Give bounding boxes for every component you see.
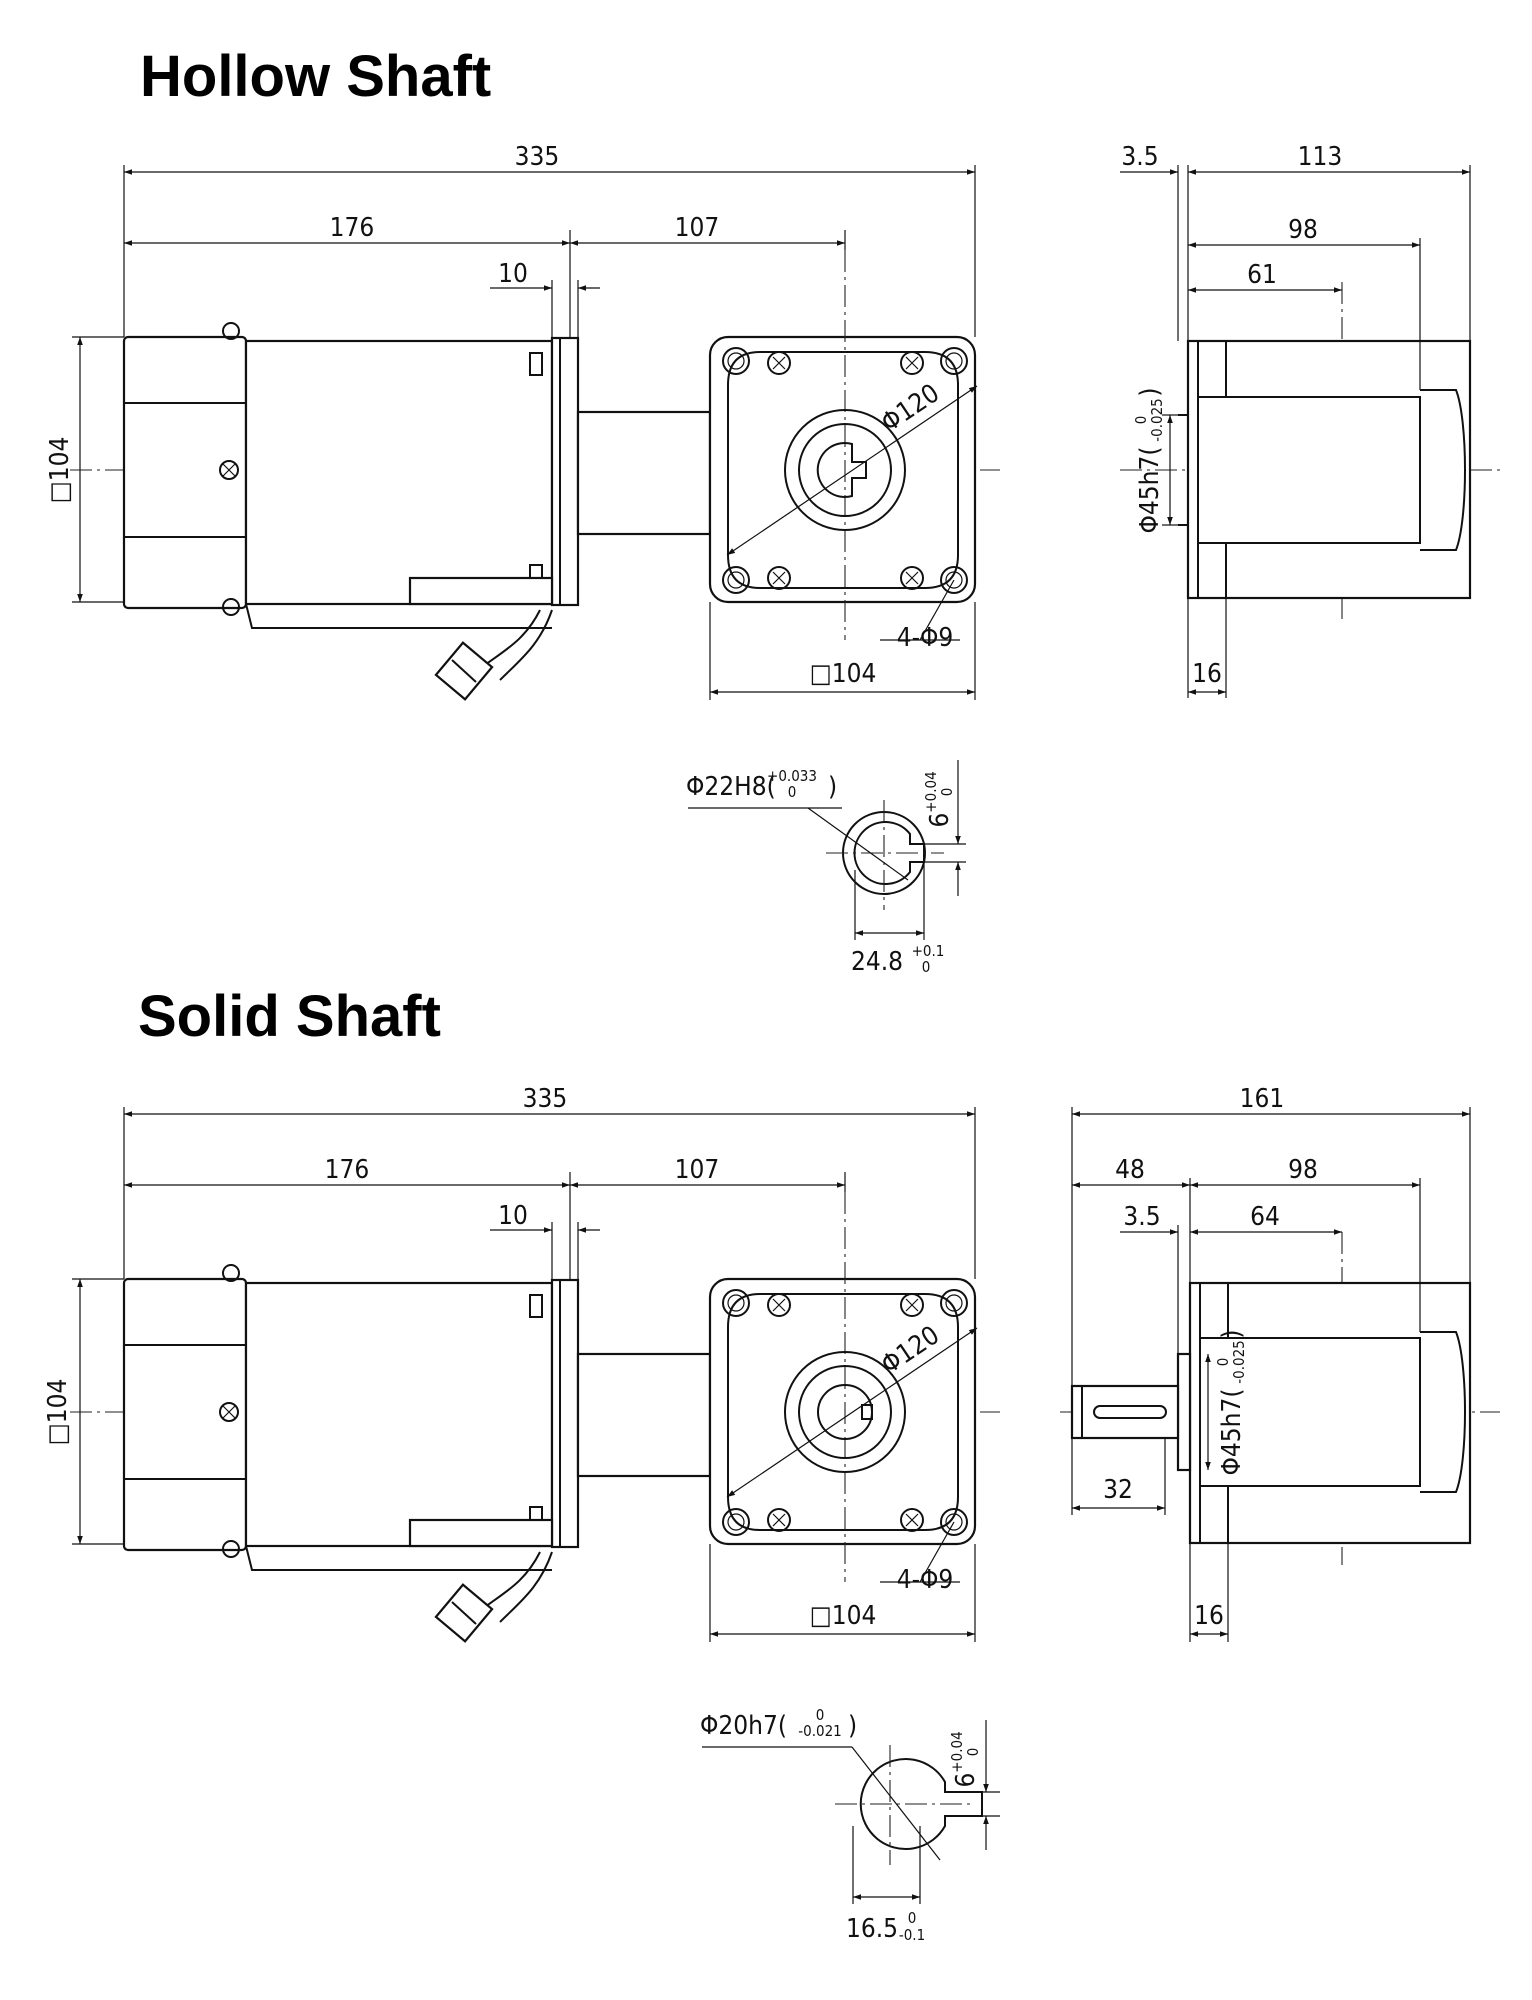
hollow-dim-3-5: 3.5	[1121, 142, 1158, 172]
hollow-shaft-title: Hollow Shaft	[140, 44, 492, 109]
hollow-pilot-close: )	[1135, 387, 1165, 396]
solid-key-tol-upper: +0.04	[948, 1731, 966, 1772]
hollow-key-width: 6	[925, 813, 955, 828]
hollow-dim-square-104: □104	[810, 659, 877, 689]
svg-text:Φ45h7(: Φ45h7(	[1135, 446, 1165, 533]
hollow-dim-mount-holes: 4-Φ9	[897, 623, 954, 653]
hollow-bore-label: Φ22H8(	[686, 772, 776, 802]
solid-shaft-close: )	[848, 1711, 857, 1741]
solid-shaft-detail: Φ20h7( 0 -0.021 ) 6 +0.04 0 16.5 0 -0.1	[700, 1706, 1000, 1944]
solid-pilot-tol-lower: -0.025	[1230, 1340, 1248, 1384]
solid-shaft-title: Solid Shaft	[138, 984, 441, 1049]
hollow-bore-detail: Φ22H8( +0.033 0 ) 6 +0.04 0 24.8 +0.1 0	[686, 760, 966, 977]
solid-pilot-label: Φ45h7(	[1217, 1388, 1247, 1475]
hollow-dim-61: 61	[1247, 260, 1277, 290]
solid-dim-98: 98	[1288, 1155, 1318, 1185]
hollow-key-depth-tol-upper: +0.1	[912, 942, 945, 960]
hollow-key-depth: 24.8	[851, 947, 903, 977]
solid-pilot-close: )	[1217, 1329, 1247, 1338]
solid-shaft-label: Φ20h7(	[700, 1711, 787, 1741]
solid-shaft-tol-upper: 0	[816, 1706, 825, 1724]
solid-dim-48: 48	[1115, 1155, 1145, 1185]
hollow-dim-176: 176	[330, 213, 375, 243]
hollow-pilot-tol-lower: -0.025	[1148, 398, 1166, 442]
hollow-bore-close: )	[828, 772, 837, 802]
hollow-dim-16: 16	[1192, 659, 1222, 689]
hollow-bore-tol-upper: +0.033	[767, 767, 817, 785]
solid-dim-square-104-vertical: □104	[43, 1379, 73, 1446]
hollow-dim-335: 335	[515, 142, 560, 172]
hollow-dim-square-104-vertical: □104	[45, 437, 75, 504]
hollow-dim-107: 107	[675, 213, 720, 243]
hollow-bore-tol-lower: 0	[788, 783, 797, 801]
hollow-side-view	[1120, 282, 1500, 620]
solid-dim-3-5: 3.5	[1123, 1202, 1160, 1232]
solid-side-dimensions: 161 48 98 3.5 64 32 16 Φ45h7( 0 -0.025 )	[1071, 1084, 1471, 1642]
solid-dim-square-104: □104	[810, 1601, 877, 1631]
solid-key-depth-tol-lower: -0.1	[899, 1926, 925, 1944]
solid-pilot-tol-upper: 0	[1214, 1358, 1232, 1367]
solid-side-view	[1060, 1232, 1500, 1565]
hollow-pilot-tol-upper: 0	[1132, 416, 1150, 425]
solid-dim-16: 16	[1194, 1601, 1224, 1631]
hollow-pilot-label: Φ45h7(	[1135, 446, 1165, 533]
svg-text:Φ45h7(: Φ45h7(	[1217, 1388, 1247, 1475]
hollow-key-tol-lower: 0	[938, 788, 956, 797]
hollow-front-dimensions: 335 176 107 10 □104 □104 Φ120 4-Φ9	[45, 142, 976, 700]
solid-dim-335: 335	[523, 1084, 568, 1114]
hollow-key-tol-upper: +0.04	[922, 771, 940, 812]
hollow-key-depth-tol-lower: 0	[922, 958, 931, 976]
solid-dim-176: 176	[325, 1155, 370, 1185]
solid-dim-161: 161	[1240, 1084, 1285, 1114]
solid-front-view	[70, 1192, 1000, 1641]
hollow-front-view	[70, 250, 1000, 699]
solid-shaft-tol-lower: -0.021	[798, 1722, 842, 1740]
hollow-dim-98: 98	[1288, 215, 1318, 245]
solid-dim-107: 107	[675, 1155, 720, 1185]
solid-key-tol-lower: 0	[964, 1748, 982, 1757]
solid-dim-mount-holes: 4-Φ9	[897, 1565, 954, 1595]
solid-dim-64: 64	[1250, 1202, 1280, 1232]
hollow-dim-10: 10	[498, 259, 528, 289]
solid-front-dimensions: 335 176 107 10 □104 □104 Φ120 4-Φ9	[43, 1084, 976, 1642]
solid-key-width: 6	[951, 1773, 981, 1788]
solid-dim-32: 32	[1103, 1475, 1133, 1505]
solid-key-depth: 16.5	[846, 1914, 898, 1944]
solid-dim-10: 10	[498, 1201, 528, 1231]
hollow-side-dimensions: 3.5 113 98 61 16 Φ45h7( 0 -0.025 )	[1120, 142, 1471, 698]
hollow-dim-113: 113	[1298, 142, 1343, 172]
solid-key-depth-tol-upper: 0	[908, 1909, 917, 1927]
